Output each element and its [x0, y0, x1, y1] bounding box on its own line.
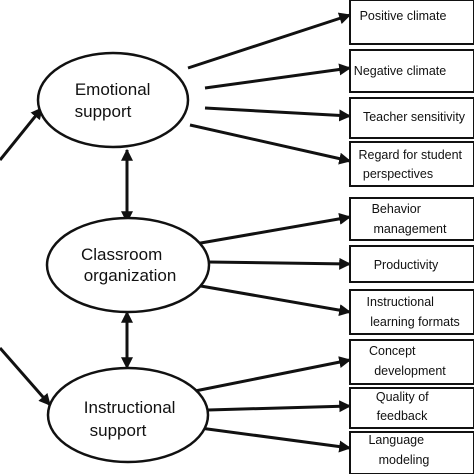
- indicator-instructional-learning-formats: Instructional learning formats: [349, 289, 474, 335]
- indicator-label: Negative climate: [354, 64, 446, 78]
- edge-instructional-language-modeling: [199, 426, 352, 453]
- indicator-label: Concept development: [369, 344, 446, 378]
- construct-instructional: Instructional support: [46, 366, 210, 464]
- indicator-label: Teacher sensitivity: [363, 110, 466, 124]
- construct-instructional-oval: [46, 366, 210, 464]
- edge-emotional-regard-student: [189, 123, 352, 165]
- indicator-box: [349, 289, 474, 335]
- construct-classroom-line-2: organization: [84, 266, 177, 285]
- construct-emotional: Emotional support: [36, 51, 190, 149]
- indicator-productivity: Productivity: [349, 245, 474, 283]
- edge-emotional-positive-climate: [187, 12, 352, 70]
- indicator-concept-development: Concept development: [349, 339, 474, 385]
- edge-classroom-productivity: [207, 257, 352, 270]
- indicator-teacher-sensitivity: Teacher sensitivity: [349, 97, 474, 139]
- edge-classroom-instructional-learning: [194, 283, 352, 317]
- indicator-label: Positive climate: [360, 9, 447, 23]
- edge-higher-to-instructional: [0, 347, 52, 406]
- edge-emotional-teacher-sensitivity: [204, 106, 352, 122]
- edge-instructional-quality-feedback: [207, 400, 352, 413]
- construct-classroom-oval: [45, 216, 211, 314]
- construct-instructional-line-1: Instructional: [84, 398, 176, 417]
- indicator-label: Behavior management: [372, 202, 447, 236]
- construct-instructional-label: Instructional support: [84, 398, 180, 440]
- edge-classroom-behavior-management: [194, 212, 352, 246]
- indicator-quality-of-feedback: Quality of feedback: [349, 387, 474, 429]
- edge-higher-to-emotional: [0, 107, 44, 161]
- construct-emotional-oval: [36, 51, 190, 149]
- indicator-box: [349, 49, 474, 93]
- indicator-box: [349, 197, 474, 241]
- indicator-box: [349, 97, 474, 139]
- indicator-box: [349, 245, 474, 283]
- construct-classroom-line-1: Classroom: [81, 245, 162, 264]
- construct-classroom-label: Classroom organization: [81, 245, 176, 285]
- indicator-box: [349, 0, 474, 45]
- construct-classroom: Classroom organization: [45, 216, 211, 314]
- indicator-behavior-management: Behavior management: [349, 197, 474, 241]
- construct-emotional-line-1: Emotional: [75, 80, 151, 99]
- construct-emotional-label: Emotional support: [75, 80, 156, 121]
- indicator-label: Productivity: [374, 258, 439, 272]
- indicator-negative-climate: Negative climate: [349, 49, 474, 93]
- indicator-language-modeling: Language modeling: [349, 431, 474, 474]
- indicator-label: Quality of feedback: [376, 390, 432, 423]
- construct-emotional-line-2: support: [75, 102, 132, 121]
- edge-instructional-concept-development: [189, 356, 352, 394]
- indicator-box: [349, 431, 474, 474]
- construct-instructional-line-2: support: [90, 421, 147, 440]
- indicator-label: Regard for student perspectives: [358, 148, 465, 181]
- indicator-box: [349, 339, 474, 385]
- indicator-box: [349, 141, 474, 187]
- indicator-label: Language modeling: [368, 433, 429, 467]
- indicator-positive-climate: Positive climate: [349, 0, 474, 45]
- edge-emotional-negative-climate: [204, 63, 352, 90]
- indicator-box: [349, 387, 474, 429]
- indicator-regard-student-perspectives: Regard for student perspectives: [349, 141, 474, 187]
- indicator-label: Instructional learning formats: [367, 295, 460, 329]
